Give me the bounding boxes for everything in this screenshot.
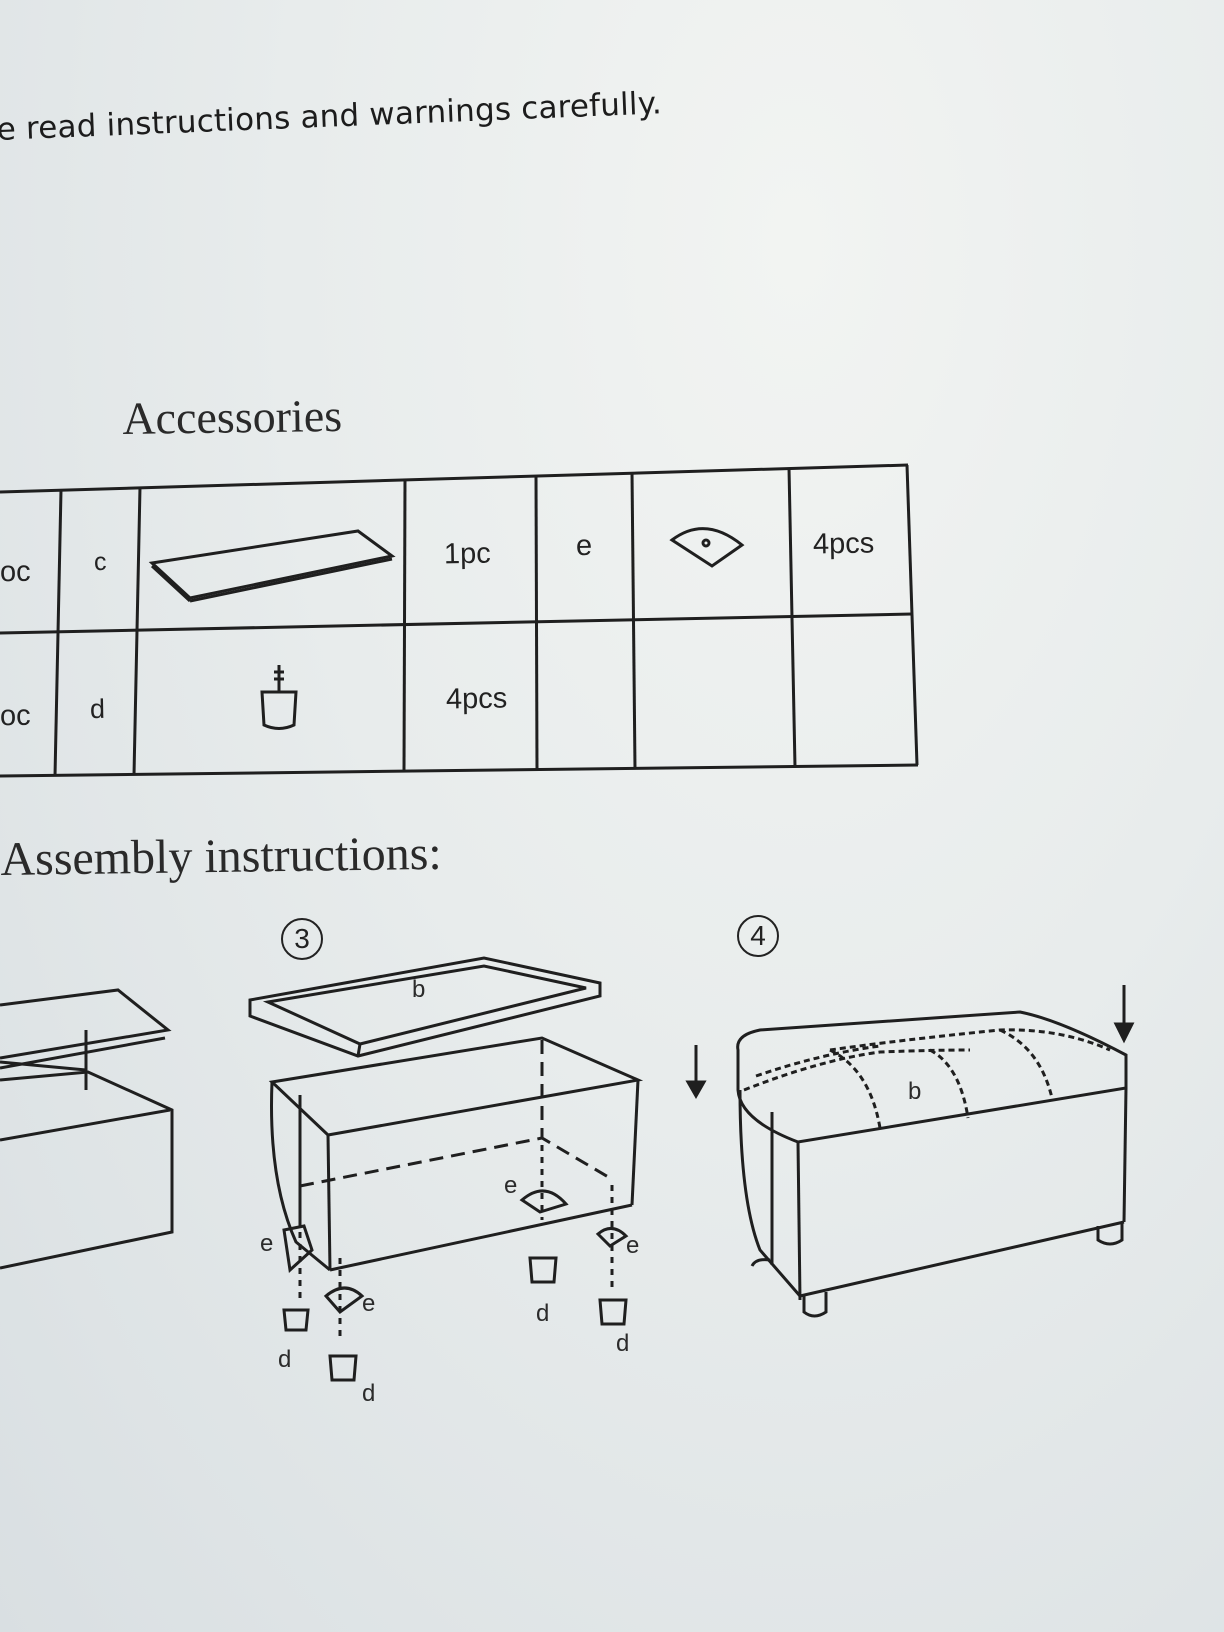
label-e-2: e <box>362 1290 376 1317</box>
step-3-lid <box>248 956 602 1058</box>
label-d-1: d <box>278 1346 292 1373</box>
board-panel-icon <box>148 529 396 603</box>
label-b-step4: b <box>908 1078 922 1105</box>
label-b-step3: b <box>412 976 426 1003</box>
label-e-1: e <box>260 1230 274 1257</box>
bolt-foot-icon <box>260 665 298 730</box>
step-4-bench <box>736 1010 1128 1318</box>
label-d-3: d <box>536 1300 550 1327</box>
step-2-partial-drawing <box>0 988 174 1270</box>
step-3-brackets <box>282 1189 629 1315</box>
corner-bracket-icon <box>669 527 745 568</box>
step-3-feet <box>282 1256 628 1382</box>
step-4-arrows <box>685 985 1135 1100</box>
label-e-3: e <box>504 1172 518 1199</box>
label-d-2: d <box>362 1380 376 1407</box>
step-3-box <box>268 1036 644 1340</box>
step-4-badge: 4 <box>737 915 779 957</box>
label-d-4: d <box>616 1330 630 1357</box>
step-3-badge: 3 <box>281 918 323 960</box>
label-e-4: e <box>626 1232 640 1259</box>
